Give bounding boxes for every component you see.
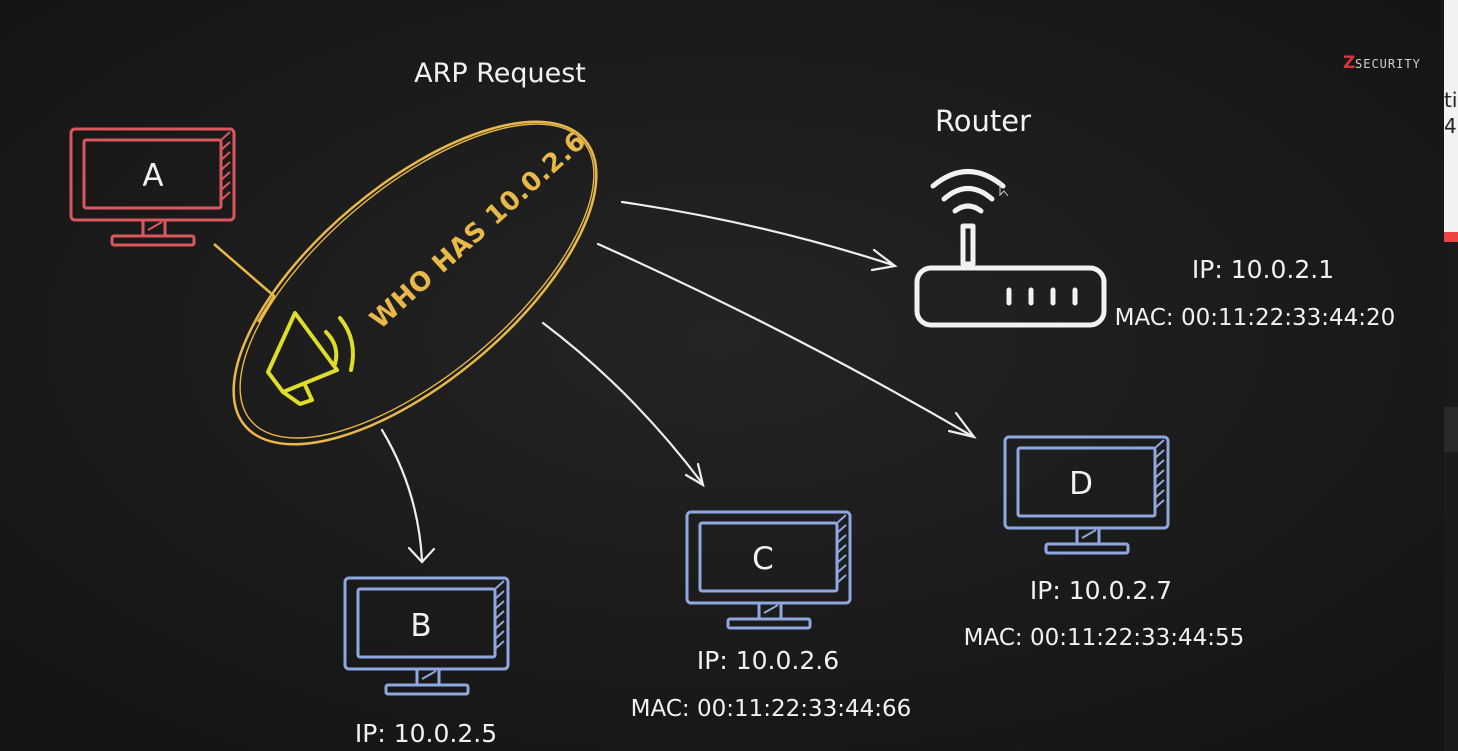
computer-b <box>343 576 510 696</box>
computer-c-mac: MAC: 00:11:22:33:44:66 <box>631 696 912 722</box>
arrow-to-router-head <box>870 248 898 272</box>
mouse-cursor-icon <box>999 183 1009 197</box>
arrow-to-d <box>596 242 974 438</box>
edge-fragment-2: 4 <box>1444 114 1457 138</box>
arrow-to-c <box>541 321 704 485</box>
router-mac: MAC: 00:11:22:33:44:20 <box>1115 305 1396 331</box>
edge-dark-panel-2 <box>1444 407 1458 452</box>
edge-dark-panel-3 <box>1444 452 1458 751</box>
computer-c-ip: IP: 10.0.2.6 <box>697 646 839 675</box>
arrow-to-router <box>620 200 895 267</box>
computer-d-ip: IP: 10.0.2.7 <box>1030 576 1172 605</box>
edge-red-bar <box>1444 232 1458 242</box>
computer-b-ip: IP: 10.0.2.5 <box>355 719 497 748</box>
arrow-to-d-head <box>947 411 977 439</box>
computer-b-label: B <box>410 608 431 644</box>
router-icon <box>914 169 1107 328</box>
router-label: Router <box>935 104 1031 138</box>
computer-d <box>1003 435 1170 555</box>
computer-c <box>685 510 852 630</box>
computer-a <box>69 127 236 247</box>
arrow-to-b <box>380 428 424 562</box>
router-ip: IP: 10.0.2.1 <box>1192 255 1334 284</box>
edge-dark-panel <box>1444 242 1458 407</box>
computer-c-label: C <box>752 541 774 577</box>
megaphone-icon <box>266 311 355 406</box>
adjacent-window-edge: ti 4 <box>1444 0 1458 751</box>
brand-logo-text: SECURITY <box>1355 57 1421 71</box>
speech-bubble <box>213 120 598 446</box>
brand-logo: Z SECURITY <box>1343 53 1421 73</box>
edge-fragment-1: ti <box>1444 88 1458 112</box>
arrow-to-b-head <box>407 546 436 564</box>
computer-a-label: A <box>142 158 163 194</box>
arrow-to-c-head <box>684 462 705 488</box>
brand-logo-mark: Z <box>1343 53 1355 73</box>
broadcast-arrows <box>380 200 977 564</box>
computer-d-label: D <box>1069 466 1093 502</box>
diagram-title: ARP Request <box>414 58 586 89</box>
computer-d-mac: MAC: 00:11:22:33:44:55 <box>964 625 1245 651</box>
